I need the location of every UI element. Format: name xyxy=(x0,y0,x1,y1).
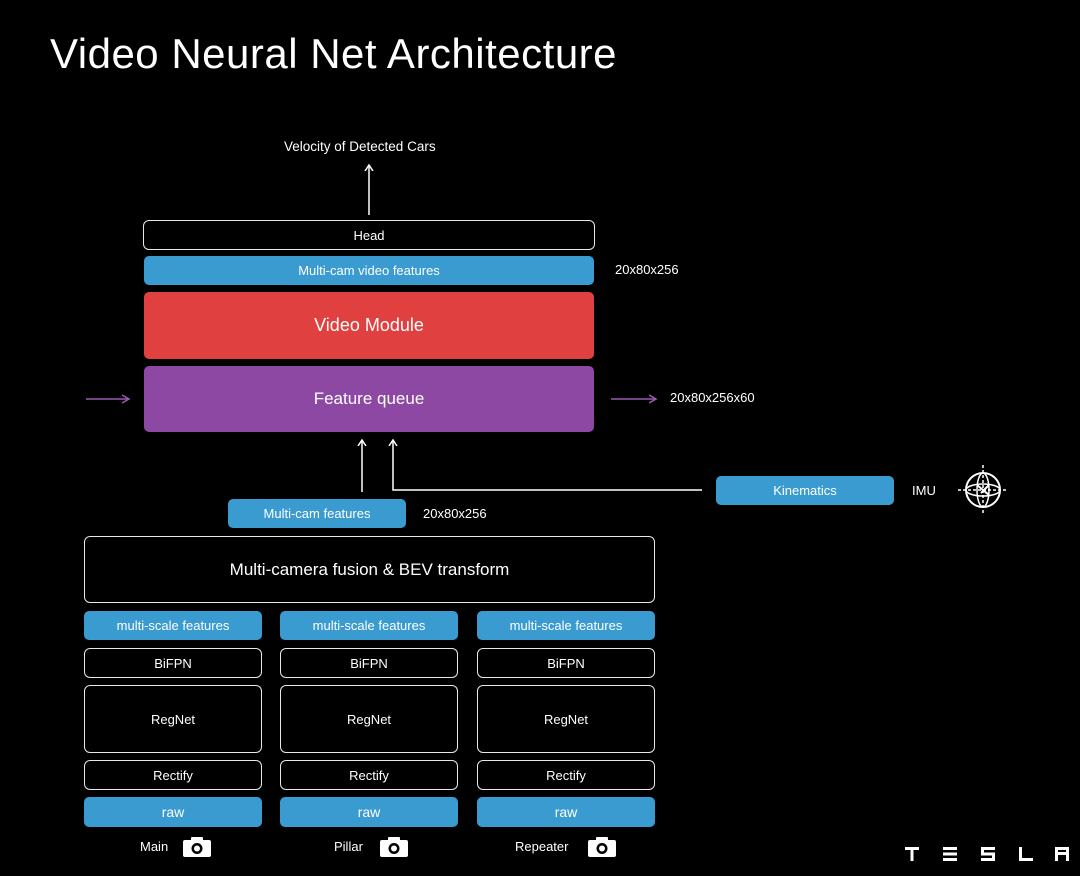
multicam-features-block: Multi-cam features xyxy=(228,499,406,528)
imu-gyroscope-icon xyxy=(958,465,1008,515)
regnet-block: RegNet xyxy=(477,685,655,753)
imu-label: IMU xyxy=(912,483,936,498)
camera-label: Repeater xyxy=(515,839,569,854)
bifpn-block: BiFPN xyxy=(84,648,262,678)
feature-queue-dimension: 20x80x256x60 xyxy=(670,390,755,405)
fusion-bev-block: Multi-camera fusion & BEV transform xyxy=(84,536,655,603)
multicam-video-features-block: Multi-cam video features xyxy=(144,256,594,285)
raw-block: raw xyxy=(84,797,262,827)
rectify-block: Rectify xyxy=(280,760,458,790)
regnet-block: RegNet xyxy=(84,685,262,753)
multiscale-features-block: multi-scale features xyxy=(280,611,458,640)
head-block: Head xyxy=(143,220,595,250)
rectify-block: Rectify xyxy=(84,760,262,790)
video-features-dimension: 20x80x256 xyxy=(615,262,679,277)
raw-block: raw xyxy=(477,797,655,827)
regnet-block: RegNet xyxy=(280,685,458,753)
feature-queue-block: Feature queue xyxy=(144,366,594,432)
bifpn-block: BiFPN xyxy=(477,648,655,678)
multiscale-features-block: multi-scale features xyxy=(84,611,262,640)
camera-label: Pillar xyxy=(334,839,363,854)
kinematics-to-queue-arrow xyxy=(393,441,702,491)
camera-label: Main xyxy=(140,839,169,854)
kinematics-block: Kinematics xyxy=(716,476,894,505)
video-module-block: Video Module xyxy=(144,292,594,359)
camera-icon xyxy=(380,837,408,857)
multiscale-features-block: multi-scale features xyxy=(477,611,655,640)
tesla-logo xyxy=(905,847,1069,861)
raw-block: raw xyxy=(280,797,458,827)
camera-icon xyxy=(183,837,211,857)
multicam-features-dimension: 20x80x256 xyxy=(423,506,487,521)
rectify-block: Rectify xyxy=(477,760,655,790)
bifpn-block: BiFPN xyxy=(280,648,458,678)
camera-icon xyxy=(588,837,616,857)
slide-title: Video Neural Net Architecture xyxy=(50,30,618,77)
output-label: Velocity of Detected Cars xyxy=(284,139,436,154)
